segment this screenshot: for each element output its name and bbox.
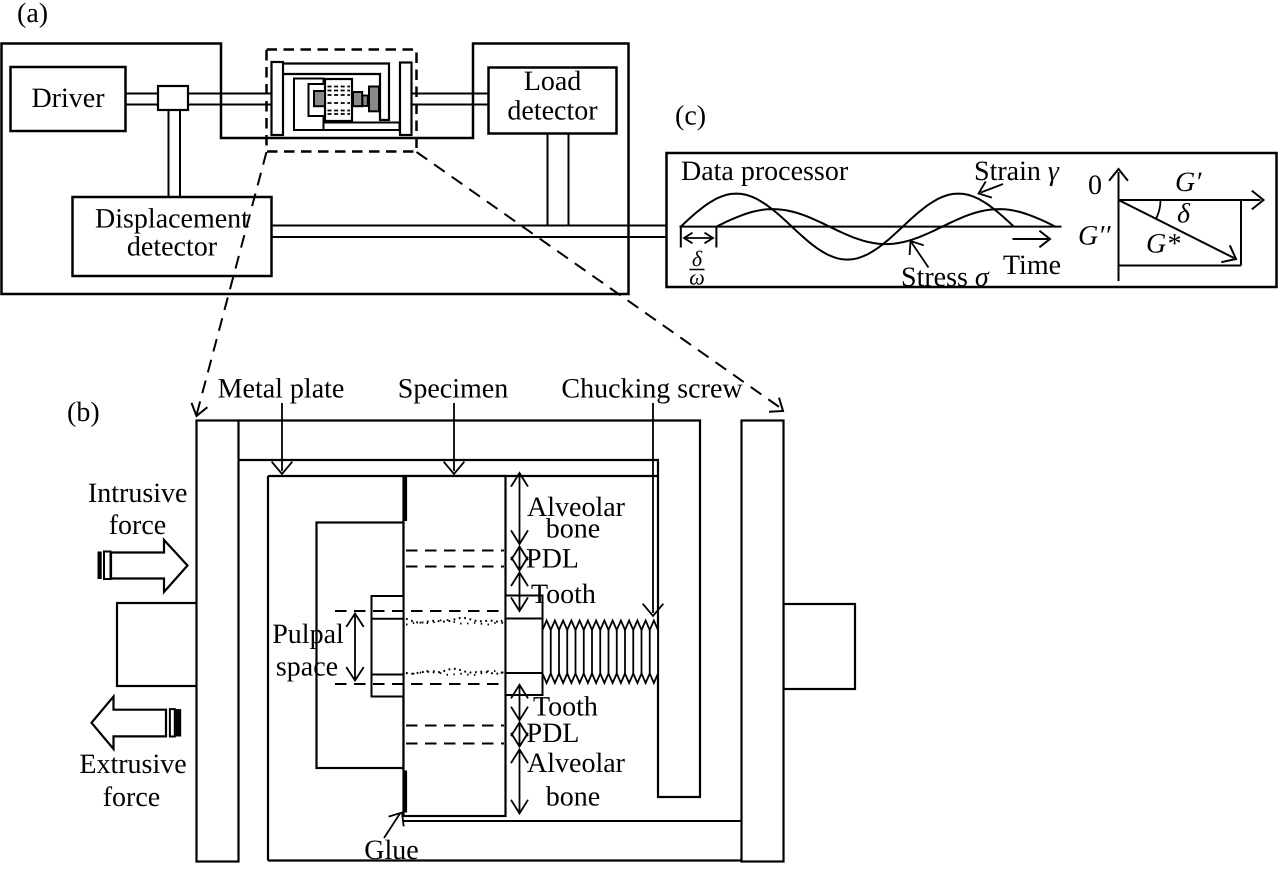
svg-text:0: 0 [1088,170,1102,201]
svg-text:δ: δ [692,246,703,271]
svg-text:Time: Time [1003,250,1061,281]
svg-text:Extrusive: Extrusive [79,749,186,780]
svg-text:detector: detector [507,96,598,127]
svg-text:bone: bone [546,514,600,545]
svg-text:G′: G′ [1175,167,1202,198]
svg-text:Displacement: Displacement [95,204,249,235]
svg-text:ω: ω [689,265,705,290]
svg-text:Intrusive: Intrusive [88,478,188,509]
svg-text:space: space [276,652,338,683]
svg-text:Chucking screw: Chucking screw [561,374,743,405]
svg-text:Load: Load [524,66,582,97]
svg-text:force: force [103,782,161,813]
svg-text:δ: δ [1177,199,1191,230]
svg-text:Alveolar: Alveolar [527,748,626,779]
svg-text:PDL: PDL [527,718,580,749]
svg-text:(c): (c) [675,101,706,132]
svg-text:Pulpal: Pulpal [272,619,344,650]
svg-text:Specimen: Specimen [398,374,508,405]
svg-text:Tooth: Tooth [533,691,598,722]
svg-text:Strain γ: Strain γ [974,156,1060,187]
svg-text:Glue: Glue [364,835,418,866]
svg-text:Tooth: Tooth [531,579,596,610]
svg-text:Stress σ: Stress σ [901,262,990,293]
svg-text:(a): (a) [17,0,48,29]
svg-text:detector: detector [127,232,218,263]
svg-text:PDL: PDL [526,544,579,575]
svg-text:Driver: Driver [31,83,105,114]
svg-text:Metal plate: Metal plate [218,374,345,405]
svg-text:force: force [109,510,167,541]
svg-text:bone: bone [546,782,600,813]
svg-text:(b): (b) [67,397,100,428]
svg-text:G′′: G′′ [1078,221,1111,252]
svg-text:G*: G* [1146,229,1180,260]
svg-text:Data processor: Data processor [681,156,849,187]
svg-text:Alveolar: Alveolar [527,492,626,523]
